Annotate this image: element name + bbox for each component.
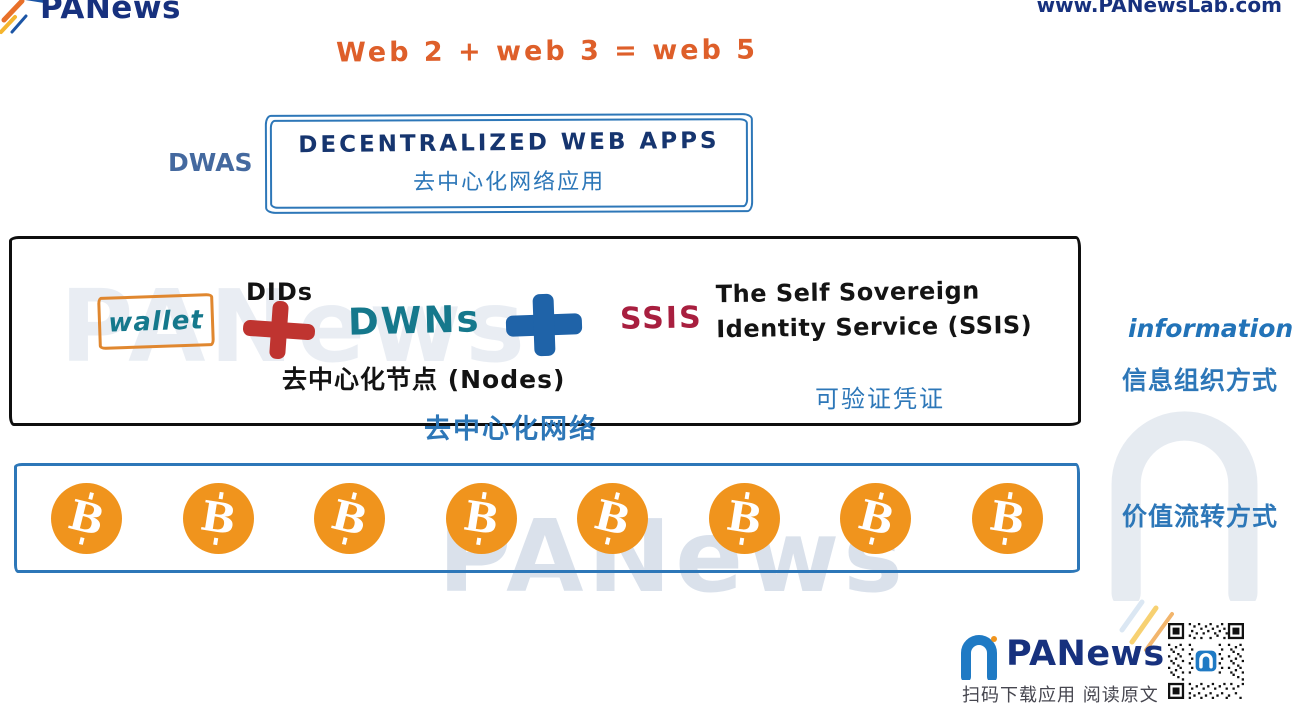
plus-icon-red bbox=[241, 299, 317, 362]
watermark-n-logo bbox=[1111, 411, 1258, 601]
bitcoin-symbol: B bbox=[853, 490, 899, 545]
page-title: Web 2 + web 3 = web 5 bbox=[335, 34, 759, 69]
dwas-title-zh: 去中心化网络应用 bbox=[413, 169, 606, 196]
information-label-en: information bbox=[1128, 314, 1294, 343]
bitcoin-icon: B bbox=[445, 482, 517, 554]
bitcoin-symbol: B bbox=[64, 490, 110, 545]
bitcoin-icon: B bbox=[708, 482, 780, 554]
bitcoin-icon: B bbox=[971, 482, 1043, 554]
qr-code bbox=[1168, 622, 1244, 700]
wallet-box: wallet bbox=[97, 292, 215, 351]
bitcoin-icon: B bbox=[314, 482, 386, 554]
brand-name: PANews bbox=[40, 0, 181, 26]
bitcoin-icon: B bbox=[182, 482, 254, 554]
bitcoin-icon: B bbox=[51, 482, 122, 554]
website-url: www.PANewsLab.com bbox=[1036, 0, 1282, 17]
nodes-label: 去中心化节点 (Nodes) bbox=[282, 365, 566, 394]
bitcoin-symbol: B bbox=[723, 491, 766, 544]
verifiable-credential-label: 可验证凭证 bbox=[815, 385, 945, 413]
bitcoin-symbol: B bbox=[986, 491, 1029, 544]
network-caption: 去中心化网络 bbox=[424, 414, 598, 445]
dwas-box: DECENTRALIZED WEB APPS 去中心化网络应用 bbox=[264, 113, 754, 214]
wallet-label: wallet bbox=[107, 304, 205, 339]
ssis-label: SSIS bbox=[619, 300, 703, 337]
information-label-zh: 信息组织方式 bbox=[1122, 366, 1279, 395]
panews-logo-icon bbox=[0, 0, 44, 34]
network-box: wallet DIDs DWNs SSIS The Self Sovereign… bbox=[9, 236, 1081, 426]
decorative-stripes bbox=[1119, 599, 1174, 652]
bitcoin-icon: B bbox=[577, 482, 649, 554]
footer-caption: 扫码下载应用 阅读原文 bbox=[962, 685, 1159, 704]
footer-brand-name: PANews bbox=[1006, 634, 1165, 674]
dwas-label: DWAS bbox=[168, 148, 253, 177]
value-flow-label: 价值流转方式 bbox=[1122, 502, 1279, 531]
ssis-full-name: The Self Sovereign Identity Service (SSI… bbox=[715, 276, 1033, 343]
dwns-label: DWNs bbox=[347, 297, 482, 344]
bitcoin-symbol: B bbox=[197, 491, 240, 544]
plus-icon-blue bbox=[505, 293, 583, 358]
bitcoin-symbol: B bbox=[590, 490, 636, 545]
bitcoin-symbol: B bbox=[327, 490, 373, 545]
dwas-title-en: DECENTRALIZED WEB APPS bbox=[298, 127, 720, 159]
bitcoin-icon: B bbox=[840, 482, 912, 554]
bitcoin-symbol: B bbox=[460, 491, 503, 544]
panews-footer-logo-icon bbox=[961, 635, 997, 680]
